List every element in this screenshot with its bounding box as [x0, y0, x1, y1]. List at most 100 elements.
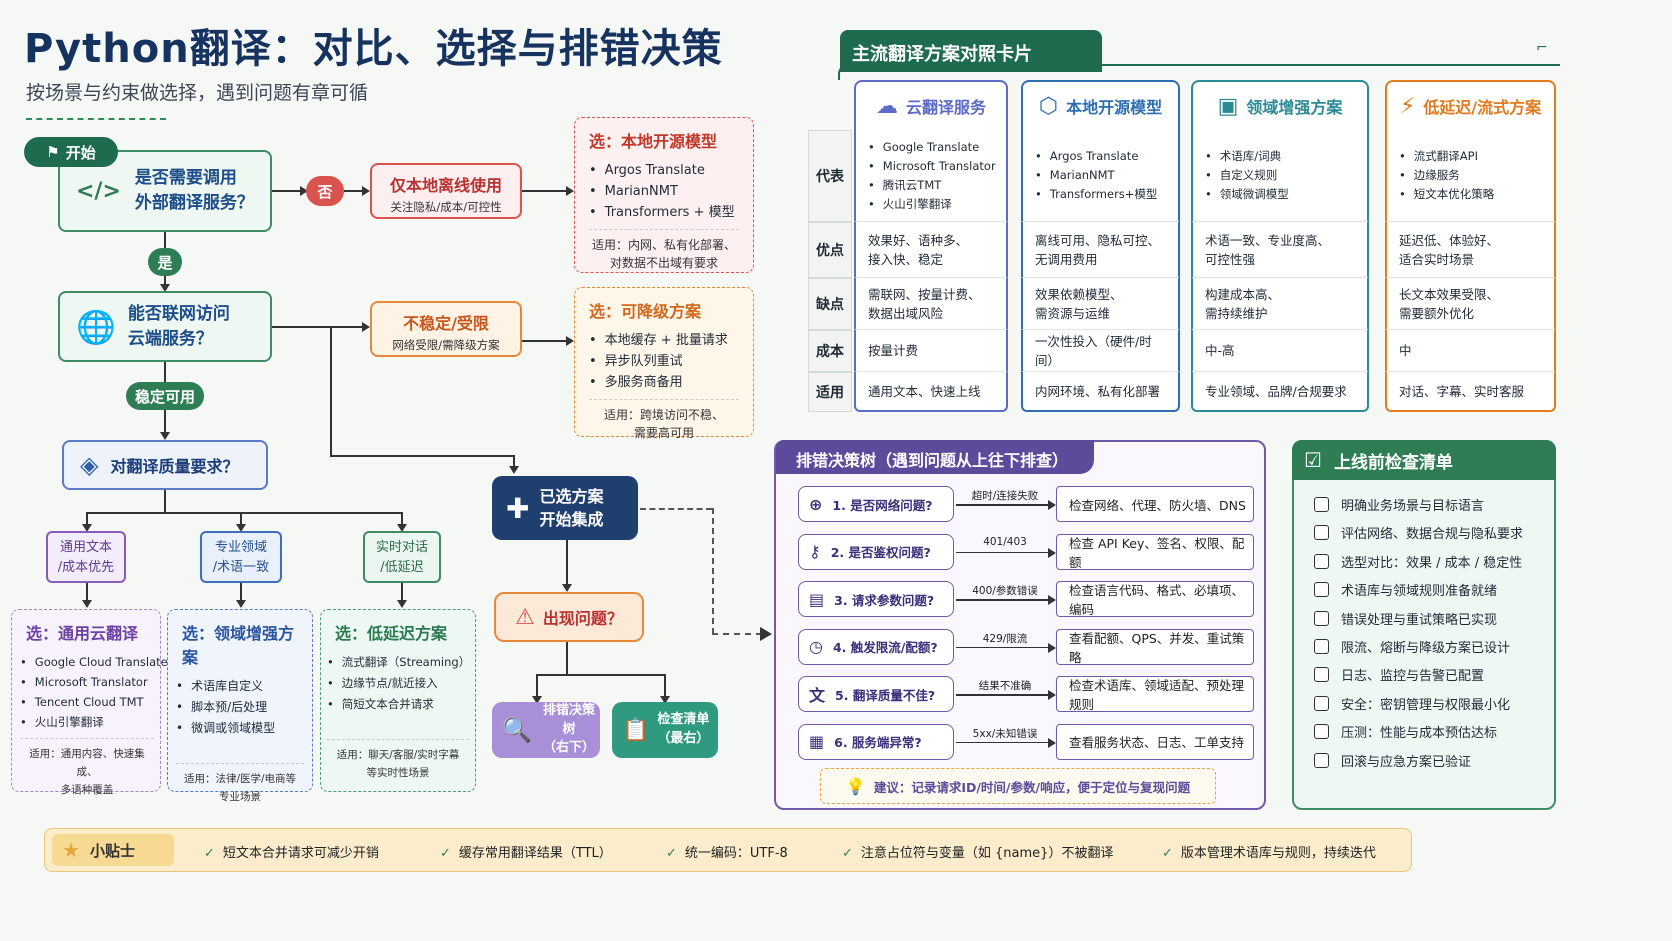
arrow-right-icon — [1048, 690, 1056, 700]
row-label: 优点 — [808, 222, 852, 278]
card-cell: Google TranslateMicrosoft Translator腾讯云T… — [854, 130, 1008, 222]
corner-mark-icon: ⌐ — [1536, 40, 1548, 56]
cell-text: 按量计费 — [868, 343, 919, 358]
start-badge: ⚑开始 — [24, 137, 118, 167]
question-text: 4. 触发限流/配额? — [832, 640, 938, 655]
q2-node: 🌐 能否联网访问 云端服务？ — [58, 291, 272, 362]
checklist-item[interactable]: 安全：密钥管理与权限最小化 — [1314, 694, 1510, 713]
question-text: 1. 是否网络问题? — [832, 497, 933, 513]
magnifier-icon: 🔍 — [502, 716, 532, 744]
pick-lowlat-title: 选：低延迟方案 — [335, 624, 448, 643]
card-cell: 效果依赖模型、 需资源与运维 — [1021, 278, 1180, 330]
checklist-item-text: 选型对比：效果 / 成本 / 稳定性 — [1341, 555, 1523, 571]
condition-label: 超时/连接失败 — [971, 490, 1039, 502]
checkbox[interactable] — [1314, 582, 1329, 598]
checkbox[interactable] — [1314, 497, 1329, 512]
arrow-right-icon — [1048, 737, 1056, 748]
check-icon: ✓ — [204, 846, 215, 861]
troubleshoot-action: 检查术语库、领域适配、预处理规则 — [1056, 676, 1254, 712]
pick-fallback-title: 选：可降级方案 — [589, 302, 702, 321]
checkbox[interactable] — [1314, 610, 1329, 626]
question-text: 6. 服务端异常? — [834, 735, 922, 750]
clipboard-icon: 📋 — [622, 717, 650, 743]
checkbox[interactable] — [1314, 695, 1329, 711]
go-check-text: 检查清单 （最右） — [657, 712, 710, 746]
local-only-title: 仅本地离线使用 — [389, 176, 502, 195]
list-item: Microsoft Translator — [868, 157, 996, 176]
condition-label: 401/403 — [983, 535, 1027, 548]
cell-text: 长文本效果受限、 需要额外优化 — [1399, 286, 1500, 321]
card-header: ⬡本地开源模型 — [1021, 80, 1180, 130]
tip-text: 注意占位符与变量（如 {name}）不被翻译 — [860, 846, 1114, 861]
connector-line — [956, 646, 1048, 648]
card-header: ☁云翻译服务 — [854, 80, 1008, 130]
cell-text: 效果依赖模型、 需资源与运维 — [1035, 286, 1123, 321]
tips-label-text: 小贴士 — [89, 841, 135, 860]
condition-label: 5xx/未知错误 — [972, 727, 1038, 740]
list-item: 流式翻译API — [1399, 147, 1494, 166]
list-item: Argos Translate — [1035, 147, 1157, 166]
troubleshoot-question: ▤3. 请求参数问题? — [798, 581, 954, 617]
list-item: Transformers+模型 — [1035, 185, 1158, 204]
arrow-right-icon — [1048, 547, 1056, 558]
condition-label: 结果不准确 — [978, 680, 1032, 692]
checklist-item[interactable]: 错误处理与重试策略已实现 — [1314, 609, 1497, 628]
checkbox[interactable] — [1314, 667, 1329, 683]
stable-badge: 稳定可用 — [126, 382, 204, 410]
list-item: 异步队列重试 — [589, 351, 739, 372]
cards-header: 主流翻译方案对照卡片 — [840, 30, 1102, 72]
cat-general: 通用文本 /成本优先 — [46, 531, 126, 583]
connector-line — [956, 551, 1048, 553]
checklist-item[interactable]: 日志、监控与告警已配置 — [1314, 665, 1484, 684]
checkbox[interactable] — [1314, 752, 1329, 768]
condition-label: 429/限流 — [982, 632, 1028, 645]
pick-local-box: 选：本地开源模型 Argos Translate MarianNMT Trans… — [574, 117, 754, 273]
checkbox[interactable] — [1314, 724, 1329, 740]
checklist-item[interactable]: 术语库与领域规则准备就绪 — [1314, 580, 1497, 599]
list-item: 多服务商备用 — [589, 372, 739, 393]
list-item: 短文本优化策略 — [1399, 185, 1495, 204]
cat-domain: 专业领域 /术语一致 — [200, 531, 282, 583]
rep-list: Google TranslateMicrosoft Translator腾讯云T… — [868, 138, 996, 214]
card-cell: 一次性投入（硬件/时间） — [1021, 330, 1180, 372]
chosen-text: 已选方案 开始集成 — [539, 486, 604, 529]
cell-text: 通用文本、快速上线 — [868, 383, 981, 399]
pick-general-fit: 适用：通用内容、快速集成、 多语种覆盖 — [20, 738, 154, 799]
q3-text: 对翻译质量要求？ — [110, 457, 239, 476]
clipboard-check-icon: ☑ — [1304, 448, 1322, 472]
checklist-item-text: 错误处理与重试策略已实现 — [1341, 612, 1498, 628]
list-item: 简短文本合并请求 — [327, 694, 469, 715]
list-item: Google Translate — [868, 138, 996, 157]
pick-domain-box: 选：领域增强方案 术语库自定义 脚本预/后处理 微调或领域模型 适用：法律/医学… — [167, 609, 313, 803]
pick-fallback-box: 选：可降级方案 本地缓存 + 批量请求 异步队列重试 多服务商备用 适用：跨境访… — [574, 287, 754, 440]
checkbox[interactable] — [1314, 639, 1329, 654]
globe-icon: 🌐 — [76, 307, 116, 346]
check-icon: ✓ — [842, 846, 853, 861]
card-cell: Argos TranslateMarianNMTTransformers+模型 — [1021, 130, 1180, 222]
checkbox[interactable] — [1314, 525, 1329, 541]
row-label: 缺点 — [808, 278, 852, 330]
checklist-item[interactable]: 回滚与应急方案已验证 — [1314, 751, 1471, 770]
list-item: Google Cloud Translate — [20, 652, 168, 672]
puzzle-icon: ✚ — [506, 491, 530, 525]
checklist-item[interactable]: 限流、熔断与降级方案已设计 — [1314, 637, 1510, 656]
checkbox[interactable] — [1314, 553, 1329, 569]
key-icon: ⚷ — [809, 542, 821, 561]
layers-icon: ◈ — [80, 451, 99, 479]
q1-text: 是否需要调用 外部翻译服务？ — [134, 168, 254, 213]
arrow-right-icon — [1048, 595, 1056, 605]
card-cell: 通用文本、快速上线 — [854, 372, 1008, 412]
card-title: 领域增强方案 — [1246, 98, 1343, 117]
cell-text: 术语一致、专业度高、 可控性强 — [1205, 232, 1331, 267]
checklist-item[interactable]: 明确业务场景与目标语言 — [1314, 495, 1484, 514]
rep-list: 流式翻译API边缘服务短文本优化策略 — [1399, 147, 1495, 204]
checklist-item[interactable]: 压测：性能与成本预估达标 — [1314, 722, 1497, 741]
checklist-item[interactable]: 选型对比：效果 / 成本 / 稳定性 — [1314, 552, 1522, 571]
checklist-item[interactable]: 评估网络、数据合规与隐私要求 — [1314, 523, 1523, 542]
connector-line — [956, 741, 1048, 743]
troubleshoot-action: 检查语言代码、格式、必填项、编码 — [1056, 581, 1254, 617]
list-item: 腾讯云TMT — [868, 176, 996, 195]
card-cell: 术语库/词典自定义规则领域微调模型 — [1191, 130, 1369, 222]
rep-list: Argos TranslateMarianNMTTransformers+模型 — [1035, 147, 1158, 204]
checklist-item-text: 限流、熔断与降级方案已设计 — [1341, 641, 1511, 656]
